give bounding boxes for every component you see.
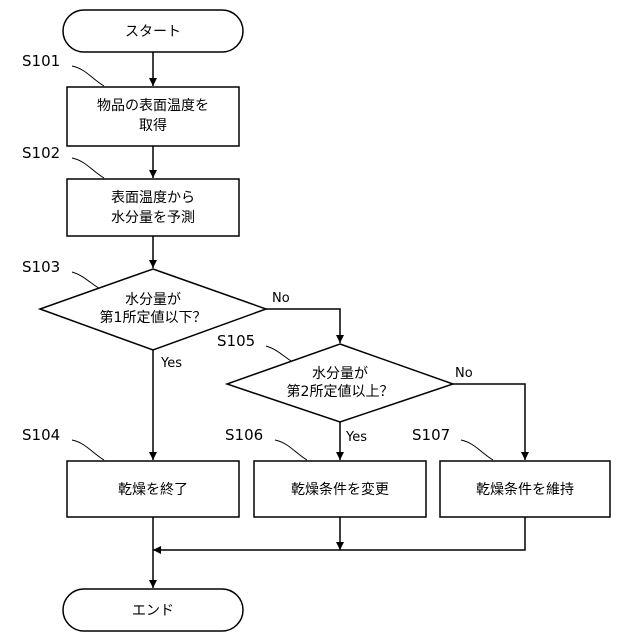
s105-line-1: 水分量が [312,366,368,382]
step-label-s106: S106 [225,426,263,444]
decision-s103: S103 水分量が 第1所定値以下？ No Yes [22,258,290,371]
process-s107: S107 乾燥条件を維持 [412,426,610,517]
s103-no-label: No [272,291,290,306]
step-leader-s106 [275,440,307,460]
s103-line-1: 水分量が [125,292,181,308]
s107-line-1: 乾燥条件を維持 [476,481,574,498]
process-s101: S101 物品の表面温度を 取得 [22,52,239,146]
step-leader-s102 [72,158,104,178]
s104-line-1: 乾燥を終了 [118,482,188,498]
s105-line-2: 第2所定値以上？ [287,383,394,400]
s103-yes-label: Yes [160,356,182,371]
step-label-s105: S105 [217,332,255,350]
s103-line-2: 第1所定値以下？ [100,309,207,326]
step-leader-s101 [72,66,104,86]
s101-line-1: 物品の表面温度を [97,98,209,114]
end-terminal: エンド [63,589,243,631]
step-label-s102: S102 [22,144,60,162]
arrow-s105-no-to-s107 [453,384,525,460]
process-s104: S104 乾燥を終了 [22,426,239,517]
step-label-s103: S103 [22,258,60,276]
s106-line-1: 乾燥条件を変更 [291,481,389,498]
step-label-s107: S107 [412,426,450,444]
step-label-s104: S104 [22,426,60,444]
start-terminal: スタート [63,10,243,52]
s102-line-2: 水分量を予測 [111,210,195,226]
step-leader-s104 [72,440,104,460]
step-label-s101: S101 [22,52,60,70]
step-leader-s107 [461,440,493,460]
start-label: スタート [125,24,181,40]
end-label: エンド [132,603,174,619]
s102-line-1: 表面温度から [111,190,195,206]
process-s106: S106 乾燥条件を変更 [225,426,426,517]
arrow-s107-to-merge [153,517,525,550]
process-s102: S102 表面温度から 水分量を予測 [22,144,239,236]
arrow-s103-no-to-s105 [266,309,340,343]
s105-no-label: No [455,366,473,381]
s105-yes-label: Yes [345,430,367,445]
s101-line-2: 取得 [139,117,167,134]
